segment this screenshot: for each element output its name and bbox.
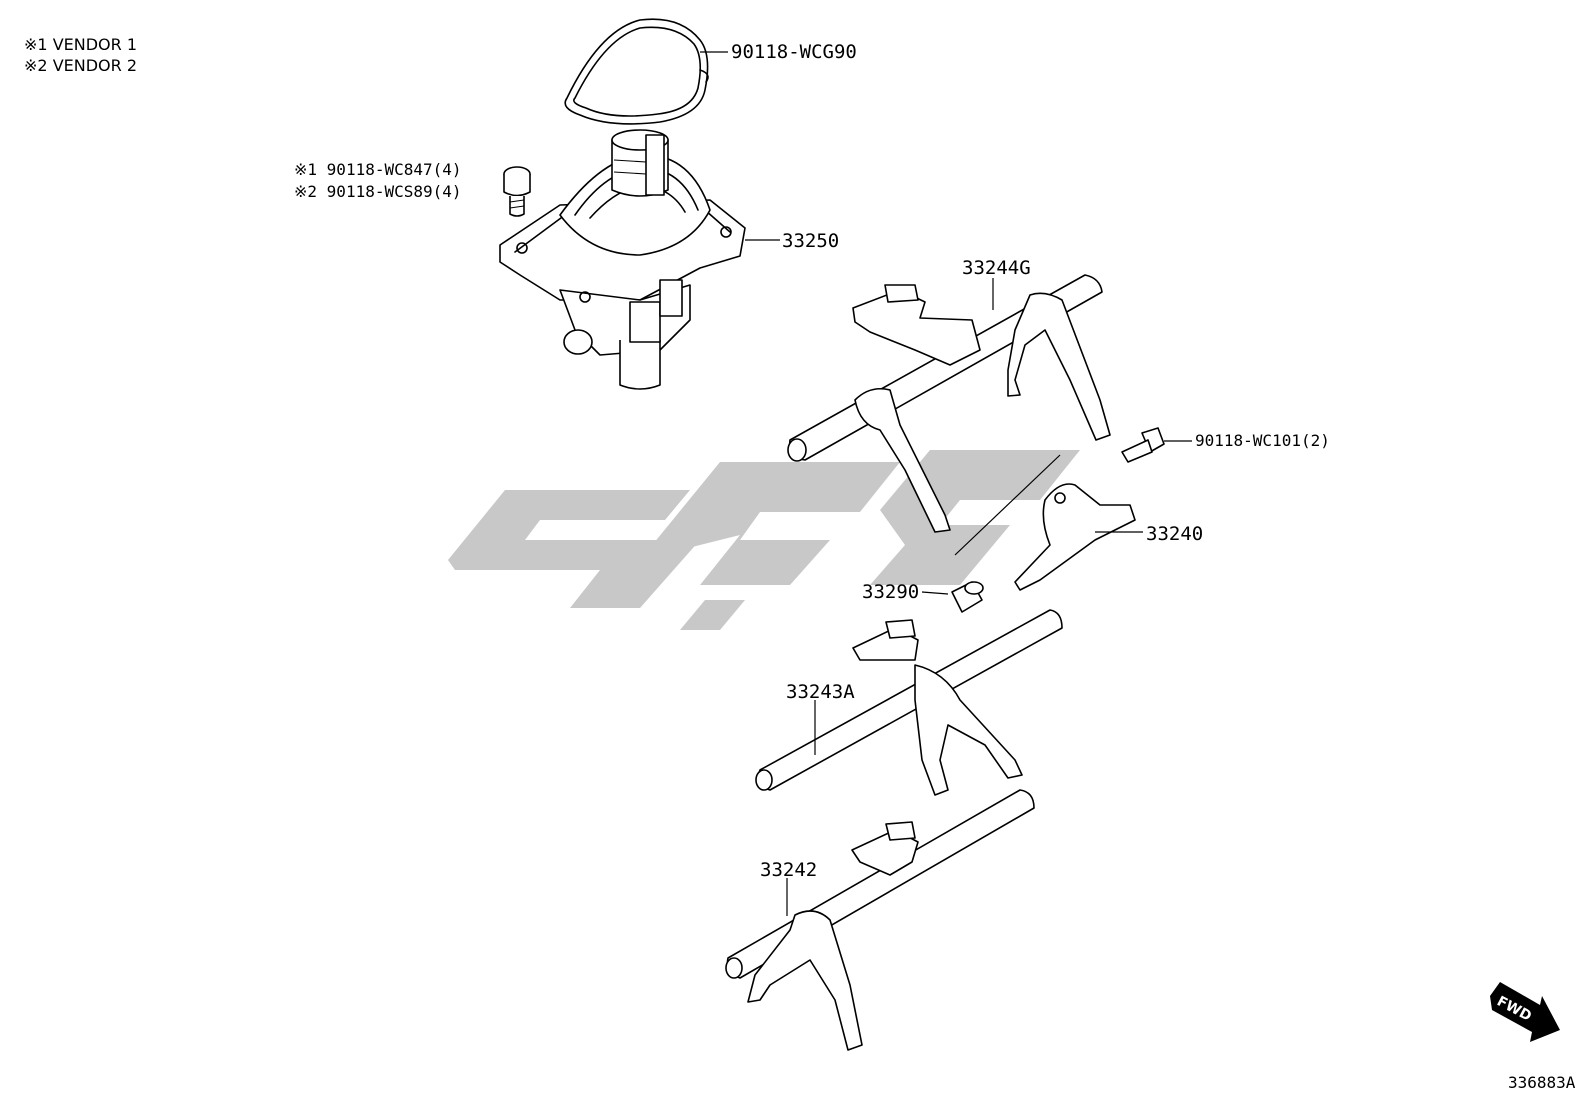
fwd-arrow-badge: FWD [1490,982,1560,1042]
fork-shaft-lower [725,789,1035,1051]
shift-lever-housing [499,129,746,390]
shift-head-bolt [1121,427,1165,463]
label-bolt-vendor-1: ※1 90118-WC847(4) [294,160,462,179]
bushing [951,581,984,613]
label-fork-shaft-lower: 33242 [760,859,817,881]
fork-shaft-middle [755,609,1063,796]
label-fork-shaft-upper: 33244G [962,257,1031,279]
diagram-id: 336883A [1508,1073,1576,1092]
label-bushing: 33290 [862,581,919,603]
watermark-logo [448,450,1080,630]
gasket-part [564,18,709,125]
label-shift-lever-housing: 33250 [782,230,839,252]
label-bolt-vendor-2: ※2 90118-WCS89(4) [294,182,462,201]
label-shift-head: 33240 [1146,523,1203,545]
note-vendor-2: ※2 VENDOR 2 [24,56,137,75]
shift-head [1014,483,1136,591]
vendor-notes: ※1 VENDOR 1 ※2 VENDOR 2 [24,35,137,75]
label-fork-shaft-middle: 33243A [786,681,855,703]
housing-bolt [503,166,531,217]
fork-shaft-upper [787,274,1111,533]
label-gasket: 90118-WCG90 [731,41,857,63]
note-vendor-1: ※1 VENDOR 1 [24,35,137,54]
label-bolt-head: 90118-WC101(2) [1195,431,1330,450]
